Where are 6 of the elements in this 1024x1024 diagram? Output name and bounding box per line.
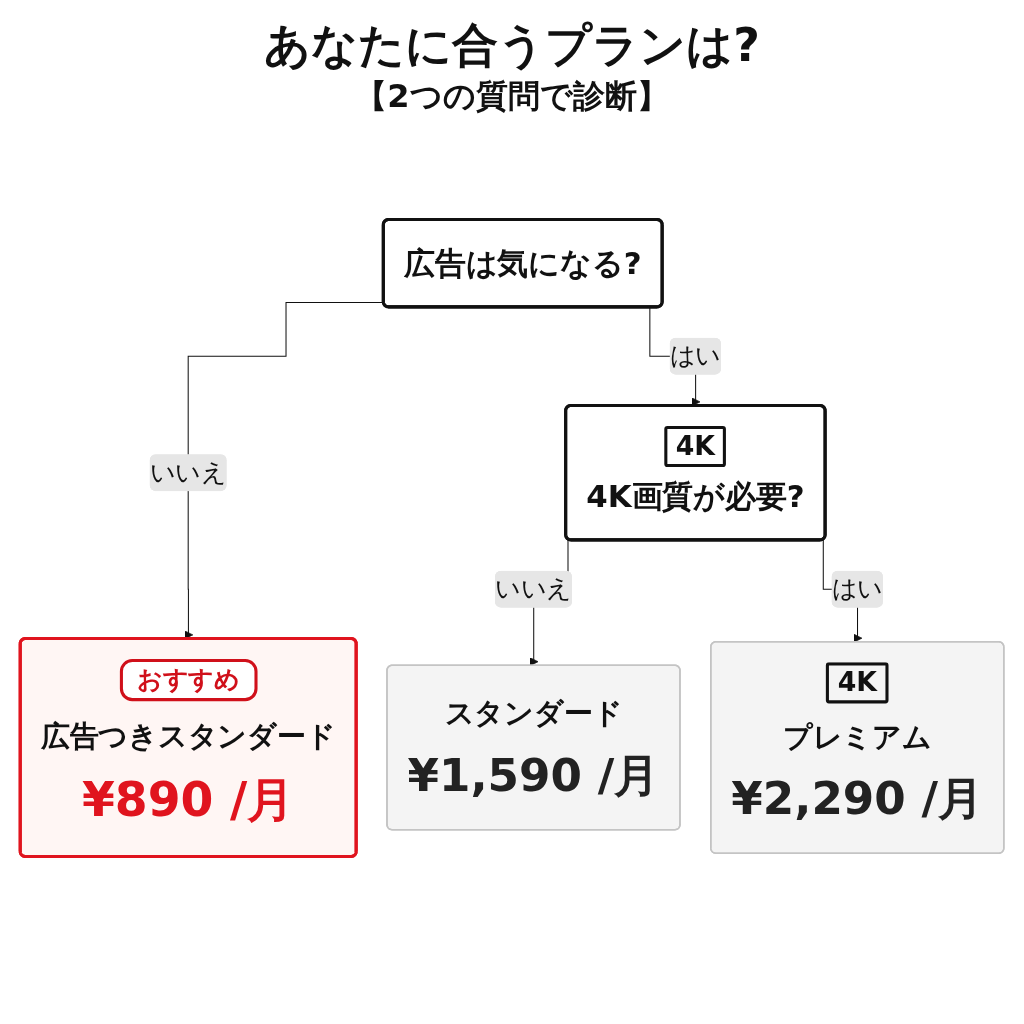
edge-label: はい (669, 341, 722, 371)
subtitle: 【2つの質問で診断】 (355, 77, 669, 116)
edge-label: いいえ (149, 457, 227, 487)
edge-label: はい (831, 574, 883, 604)
edge-label: いいえ (494, 574, 572, 604)
title: あなたに合うプランは? (264, 18, 760, 74)
